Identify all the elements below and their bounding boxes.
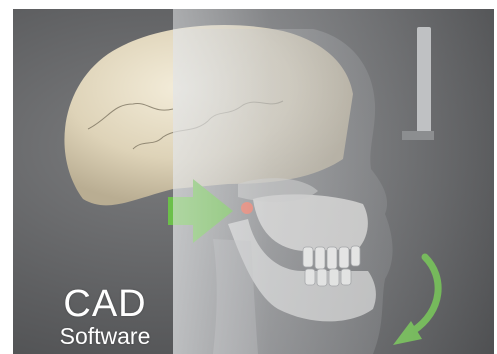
caption-line-2: Software: [35, 325, 175, 348]
cephalostat-ruler: [417, 27, 431, 139]
xray-overlay-panel: [173, 9, 494, 354]
cad-illustration: CAD Software: [13, 9, 494, 354]
cephalostat-arm: [402, 131, 434, 140]
caption-line-1: CAD: [35, 285, 175, 323]
caption: CAD Software: [35, 285, 175, 348]
